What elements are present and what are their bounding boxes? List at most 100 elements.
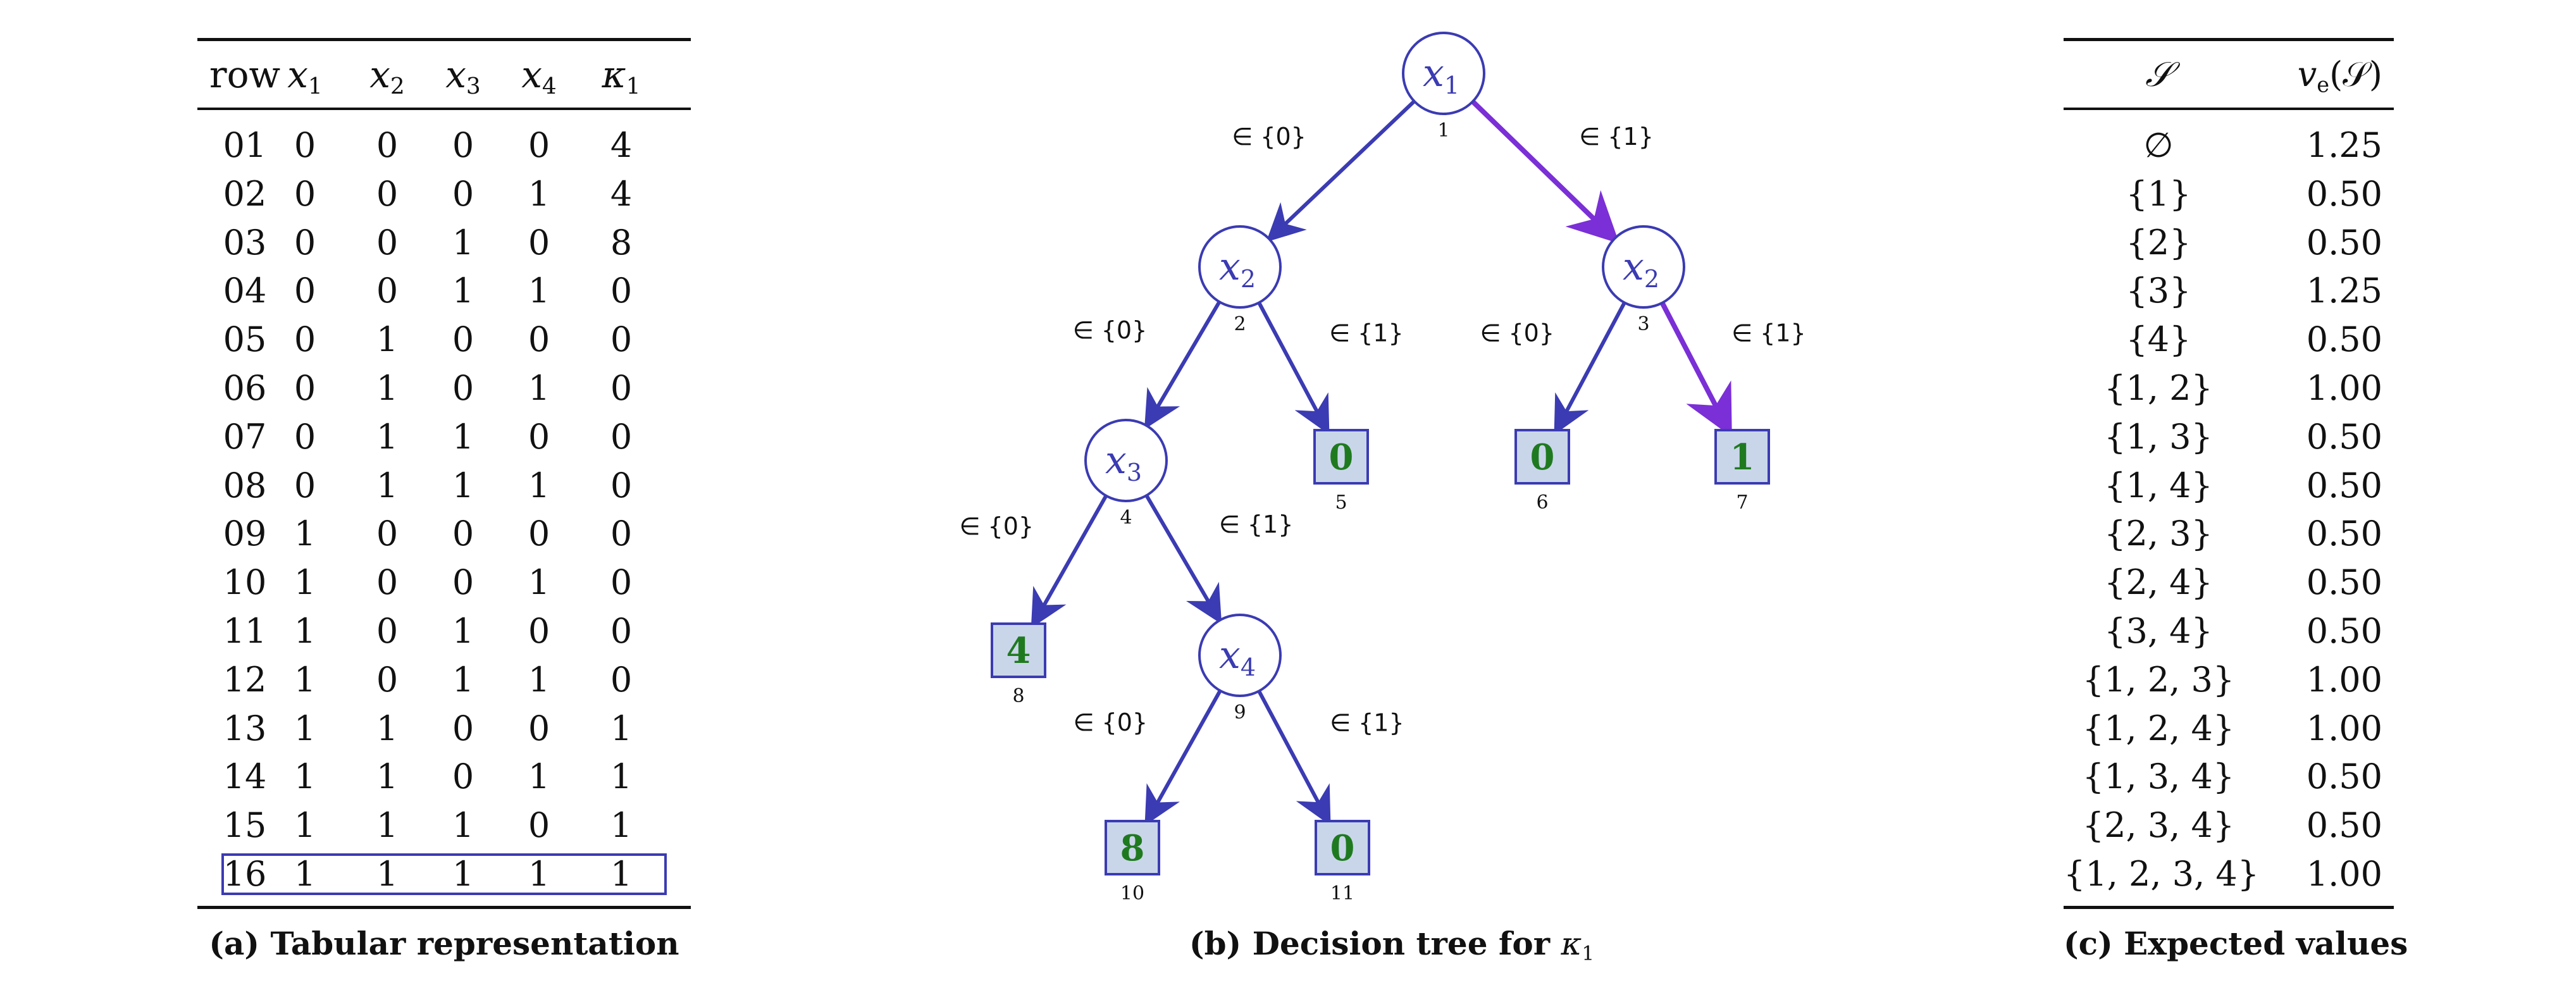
header-value: ve(𝒮) bbox=[2297, 54, 2382, 97]
set-cell: {2} bbox=[2126, 222, 2191, 263]
table-cell: 1 bbox=[452, 659, 474, 700]
table-cell: 16 bbox=[223, 854, 267, 894]
header-cell: x4 bbox=[521, 53, 557, 100]
leaf-value-label: 8 bbox=[1120, 827, 1145, 869]
table-cell: 1 bbox=[294, 757, 316, 797]
table-row: {1}0.50 bbox=[2064, 170, 2394, 218]
edge-label: ∈ {1} bbox=[1579, 123, 1654, 151]
table-cell: 1 bbox=[452, 271, 474, 311]
table-cell: 1 bbox=[376, 805, 399, 846]
node-index-label: 5 bbox=[1335, 492, 1347, 514]
panel-b-caption-var: κ1 bbox=[1561, 925, 1595, 965]
value-cell: 0.50 bbox=[2306, 416, 2382, 457]
table-cell: 0 bbox=[528, 125, 550, 165]
table-cell: 1 bbox=[610, 757, 633, 797]
node-index-label: 1 bbox=[1437, 120, 1449, 142]
table-row: {2, 3}0.50 bbox=[2064, 510, 2394, 558]
table-cell: 1 bbox=[376, 854, 399, 894]
table-cell: 06 bbox=[223, 368, 267, 408]
node-variable-label: x2 bbox=[1219, 245, 1256, 293]
leaf-value-label: 0 bbox=[1329, 436, 1354, 478]
table-cell: 1 bbox=[452, 854, 474, 894]
edge-label: ∈ {0} bbox=[1073, 708, 1148, 736]
node-circle bbox=[1198, 225, 1282, 309]
set-cell: {3} bbox=[2126, 271, 2191, 311]
leaf-value-label: 1 bbox=[1730, 436, 1755, 478]
value-cell: 1.00 bbox=[2306, 368, 2382, 408]
decision-tree: ∈ {0}∈ {1}∈ {0}∈ {1}∈ {0}∈ {1}∈ {0}∈ {1}… bbox=[959, 32, 1806, 905]
header-cell: x3 bbox=[445, 53, 481, 100]
table-cell: 0 bbox=[528, 611, 550, 651]
table-cell: 12 bbox=[223, 659, 267, 700]
edge-label: ∈ {0} bbox=[1073, 316, 1148, 344]
table-cell: 1 bbox=[452, 611, 474, 651]
tree-edge bbox=[1144, 300, 1222, 430]
leaf-node: 06 bbox=[1514, 429, 1570, 514]
table-cell: 1 bbox=[452, 465, 474, 505]
table-cell: 0 bbox=[528, 514, 550, 554]
set-cell: {1, 2, 3} bbox=[2082, 659, 2235, 700]
table-cell: 07 bbox=[223, 416, 267, 457]
table-cell: 1 bbox=[528, 854, 550, 894]
table-cell: 1 bbox=[528, 562, 550, 603]
set-cell: {1, 2} bbox=[2104, 368, 2213, 408]
header-row: 𝒮 ve(𝒮) bbox=[2064, 51, 2394, 99]
node-variable-label: x1 bbox=[1423, 51, 1459, 99]
table-cell: 1 bbox=[452, 416, 474, 457]
tree-edge bbox=[1144, 690, 1222, 826]
table-row: {2}0.50 bbox=[2064, 219, 2394, 267]
top-rule bbox=[197, 38, 691, 41]
table-row: {3} 1.25 bbox=[2064, 267, 2394, 315]
table-cell: 0 bbox=[376, 271, 399, 311]
table-cell: 1 bbox=[294, 708, 316, 748]
table-cell: 1 bbox=[376, 708, 399, 748]
set-cell: {3, 4} bbox=[2104, 611, 2213, 651]
table-cell: 1 bbox=[376, 757, 399, 797]
node-index-label: 4 bbox=[1120, 507, 1132, 529]
tree-edge bbox=[1144, 494, 1222, 624]
table-cell: 1 bbox=[294, 611, 316, 651]
value-cell: 0.50 bbox=[2306, 757, 2382, 797]
node-index-label: 2 bbox=[1234, 313, 1246, 335]
expected-values-panel: 𝒮 ve(𝒮) ∅1.25{1}0.50{2}0.50{3}1.25{4}0.5… bbox=[2064, 35, 2408, 984]
table-cell: 1 bbox=[294, 562, 316, 603]
node-index-label: 9 bbox=[1234, 702, 1246, 724]
table-row: {2, 4}0.50 bbox=[2064, 559, 2394, 607]
table-row: ∅1.25 bbox=[2064, 121, 2394, 170]
table-cell: 02 bbox=[223, 173, 267, 214]
table-cell: 09 bbox=[223, 514, 267, 554]
set-cell: {2, 3, 4} bbox=[2082, 805, 2235, 846]
header-cell: row bbox=[209, 53, 281, 96]
header-rule bbox=[197, 108, 691, 110]
header-set: 𝒮 bbox=[2145, 54, 2172, 94]
decision-tree-panel: ∈ {0}∈ {1}∈ {0}∈ {1}∈ {0}∈ {1}∈ {0}∈ {1}… bbox=[949, 0, 1835, 1002]
value-cell: 0.50 bbox=[2306, 611, 2382, 651]
decision-node: x2 2 bbox=[1198, 225, 1282, 335]
table-cell: 08 bbox=[223, 465, 267, 505]
edge-label: ∈ {1} bbox=[1219, 510, 1294, 538]
value-cell: 1.25 bbox=[2306, 271, 2382, 311]
table-cell: 1 bbox=[376, 368, 399, 408]
table-cell: 1 bbox=[528, 465, 550, 505]
table-cell: 05 bbox=[223, 319, 267, 360]
value-cell: 1.00 bbox=[2306, 854, 2382, 894]
decision-node: x49 bbox=[1198, 614, 1282, 724]
table-cell: 0 bbox=[610, 514, 633, 554]
highlighted-row-box bbox=[221, 853, 667, 895]
table-cell: 4 bbox=[610, 173, 633, 214]
table-cell: 1 bbox=[610, 854, 633, 894]
leaf-box bbox=[1313, 429, 1369, 485]
table-cell: 13 bbox=[223, 708, 267, 748]
leaf-box bbox=[1514, 429, 1570, 485]
set-cell: {4} bbox=[2126, 319, 2191, 360]
table-cell: 0 bbox=[294, 368, 316, 408]
tree-edge bbox=[1659, 301, 1732, 437]
leaf-node: 48 bbox=[991, 622, 1046, 707]
